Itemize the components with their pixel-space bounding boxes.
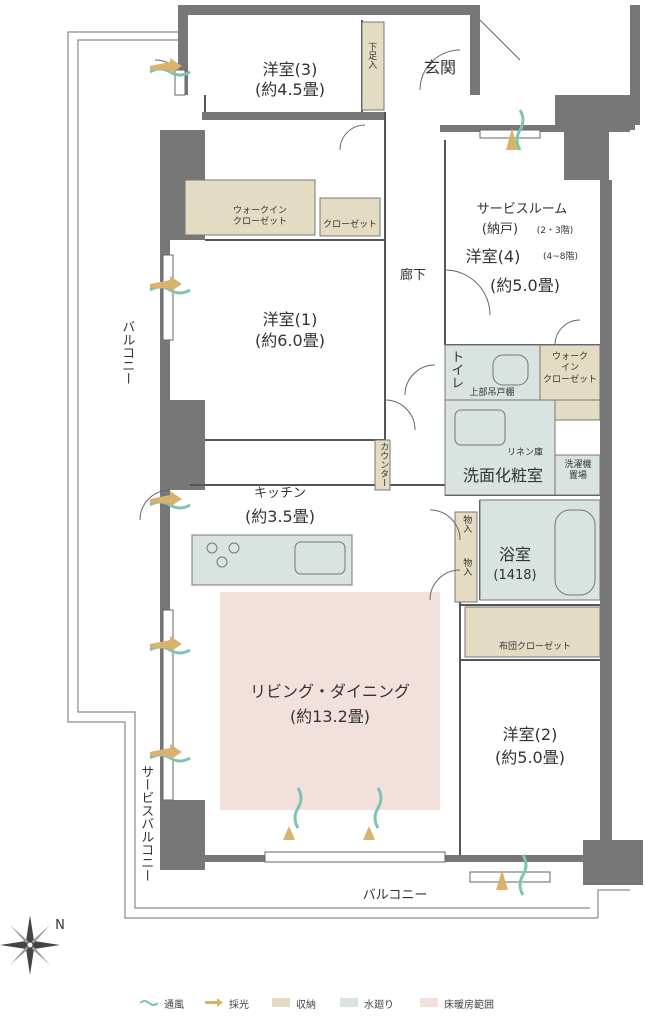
water-swatch bbox=[340, 998, 358, 1007]
counter-label: カウンター bbox=[378, 442, 389, 487]
service-room-size: (約5.0畳) bbox=[490, 276, 560, 295]
kitchen-size: (約3.5畳) bbox=[245, 507, 315, 526]
service-room-line1: サービスルーム bbox=[476, 202, 568, 217]
balcony-bottom-label: バルコニー bbox=[362, 888, 428, 903]
storage-swatch bbox=[272, 998, 290, 1007]
door-swings bbox=[139, 19, 581, 601]
washroom-label: 洗面化粧室 bbox=[462, 466, 543, 485]
service-room-note1: (2・3階) bbox=[536, 226, 574, 236]
western2-size: (約5.0畳) bbox=[495, 748, 565, 767]
bath-name: 浴室 bbox=[498, 545, 531, 564]
floor-heating-area bbox=[220, 592, 440, 810]
storage-areas bbox=[184, 21, 601, 658]
compass-rose-icon bbox=[0, 915, 60, 975]
western3-size: (約4.5畳) bbox=[255, 80, 325, 99]
storage-in1-label: 物入 bbox=[461, 515, 472, 533]
living-name: リビング・ダイニング bbox=[249, 682, 410, 701]
service-room-line2: (納戸) bbox=[481, 222, 519, 237]
interior-walls bbox=[190, 20, 600, 855]
linen-label: リネン庫 bbox=[506, 448, 543, 458]
western1-size: (約6.0畳) bbox=[255, 331, 325, 350]
shoe-storage-label: 下足入 bbox=[366, 42, 377, 69]
ventilation-icon bbox=[140, 1000, 158, 1006]
western3-name: 洋室(3) bbox=[262, 60, 318, 79]
balcony-outline bbox=[67, 31, 630, 919]
western2-name: 洋室(2) bbox=[502, 725, 558, 744]
compass-north-label: N bbox=[55, 918, 65, 933]
windows bbox=[162, 69, 551, 883]
floor-heating-swatch bbox=[420, 998, 438, 1007]
corridor-label: 廊下 bbox=[399, 268, 426, 283]
service-balcony-label: サービスバルコニー bbox=[138, 765, 154, 882]
daylight-icon bbox=[205, 998, 223, 1007]
toilet-label: トイレ bbox=[448, 350, 464, 389]
laundry-label: 洗濯機 置場 bbox=[564, 460, 592, 482]
living-size: (約13.2畳) bbox=[289, 707, 371, 726]
western1-name: 洋室(1) bbox=[262, 310, 318, 329]
upper-cabinet-label: 上部吊戸棚 bbox=[469, 388, 515, 398]
service-room-note2: (4~8階) bbox=[542, 252, 579, 262]
water-areas bbox=[191, 344, 601, 601]
legend-storage: 収納 bbox=[296, 1000, 316, 1011]
balcony-side-label: バルコニー bbox=[119, 320, 135, 385]
bath-size: (1418) bbox=[493, 568, 537, 583]
storage-in2-label: 物入 bbox=[461, 558, 472, 576]
entrance-label: 玄関 bbox=[423, 58, 456, 77]
service-room-line3: 洋室(4) bbox=[465, 247, 521, 266]
walkin-closet-a-label: ウォークイン クローゼット bbox=[232, 206, 287, 228]
legend-water: 水廻り bbox=[364, 1000, 394, 1011]
legend-ventilation: 通風 bbox=[164, 1000, 184, 1011]
walkin-closet-b-label: ウォーク イン クローゼット bbox=[542, 352, 597, 385]
legend-floor-heating: 床暖房範囲 bbox=[444, 1000, 494, 1011]
closet-label: クローゼット bbox=[322, 220, 377, 230]
kitchen-name: キッチン bbox=[253, 486, 306, 501]
fixtures bbox=[206, 354, 596, 596]
futon-closet-label: 布団クローゼット bbox=[498, 642, 571, 652]
legend: 通風 採光 収納 水廻り 床暖房範囲 bbox=[0, 994, 645, 1014]
ventilation-arrows bbox=[149, 58, 528, 896]
legend-daylight: 採光 bbox=[229, 1000, 249, 1011]
